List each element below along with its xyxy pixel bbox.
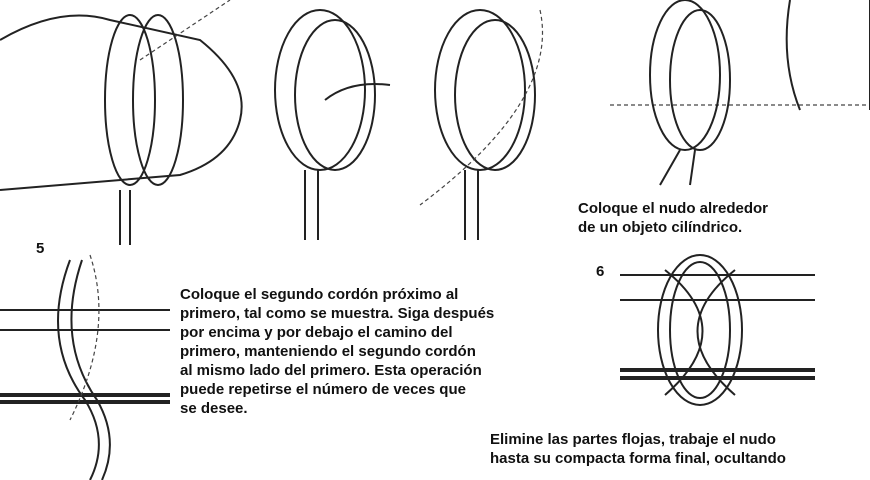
step-loop-illustration xyxy=(274,9,391,240)
text-line: por encima y por debajo el camino del xyxy=(180,324,453,341)
text-line: primero, tal como se muestra. Siga despu… xyxy=(180,305,495,322)
text-line: Coloque el nudo alrededor xyxy=(578,200,769,217)
step-5-illustration xyxy=(0,254,170,480)
step-4-instructions: Coloque el nudo alrededor de un objeto c… xyxy=(578,199,768,237)
text-line: hasta su compacta forma final, ocultando xyxy=(490,450,786,467)
step-loop-illustration-2 xyxy=(419,9,544,240)
step-5-instructions: Coloque el segundo cordón próximo al pri… xyxy=(180,285,494,418)
text-line: se desee. xyxy=(180,400,248,417)
step-cylinder-illustration xyxy=(610,0,870,186)
text-line: al mismo lado del primero. Esta operació… xyxy=(180,362,482,379)
step-5-number: 5 xyxy=(36,240,45,257)
text-line: Coloque el segundo cordón próximo al xyxy=(180,286,459,303)
text-line: de un objeto cilíndrico. xyxy=(578,219,743,236)
step-hand-illustration xyxy=(0,0,243,245)
text-line: puede repetirse el número de veces que xyxy=(180,381,466,398)
text-line: Elimine las partes flojas, trabaje el nu… xyxy=(490,431,776,448)
step-6-illustration xyxy=(620,254,815,406)
step-6-number: 6 xyxy=(596,263,605,280)
text-line: primero, manteniendo el segundo cordón xyxy=(180,343,476,360)
step-6-instructions: Elimine las partes flojas, trabaje el nu… xyxy=(490,430,786,468)
